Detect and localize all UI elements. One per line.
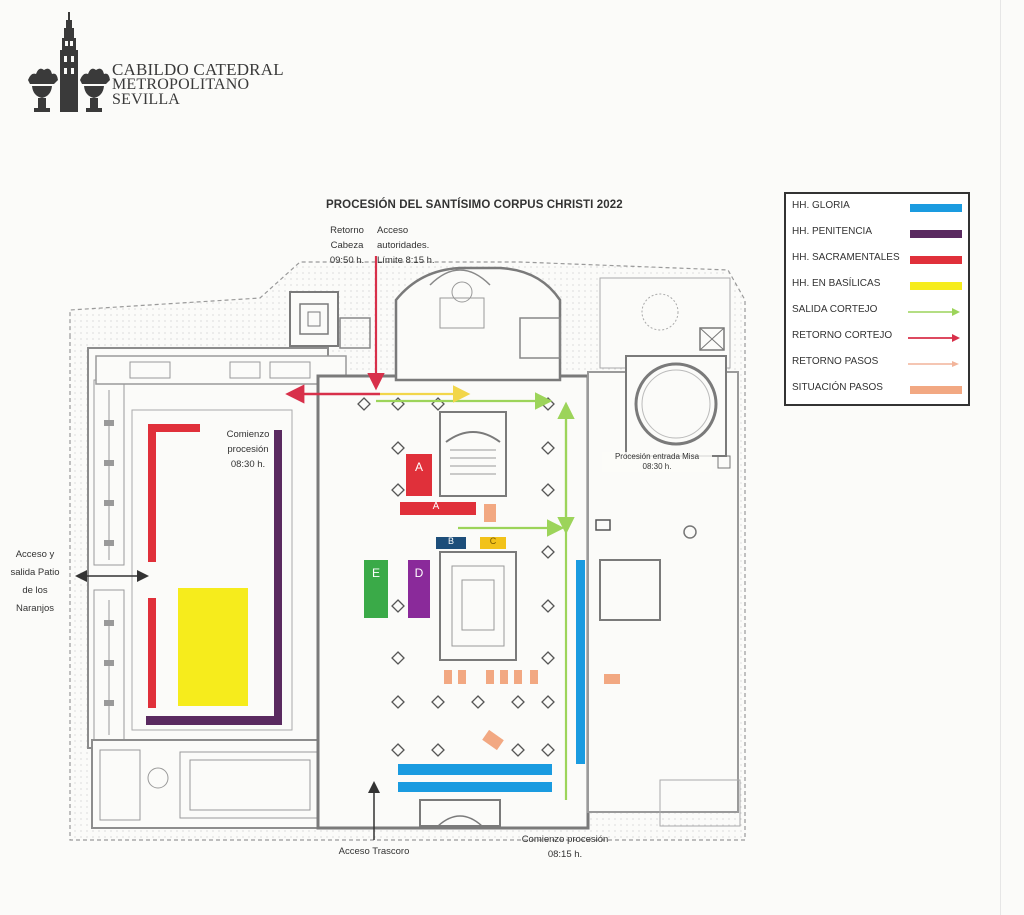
acceso-patio-line-1: Acceso y	[15, 549, 55, 560]
small-tower	[289, 291, 339, 347]
acceso-patio-line-2: salida Patio	[10, 567, 60, 578]
cabildo-logo: CABILDO CATEDRAL METROPOLITANO SEVILLA	[24, 12, 304, 116]
comienzo-patio-line-2: procesión	[227, 444, 269, 455]
zone-e	[364, 560, 388, 618]
capilla-real	[394, 266, 562, 382]
legend-swatch-basilicas	[910, 282, 962, 290]
procesion-misa-line-1: Procesión entrada Misa	[614, 452, 700, 461]
acceso-patio-line-4: Naranjos	[15, 603, 55, 614]
legend: HH. GLORIA HH. PENITENCIA HH. SACRAMENTA…	[784, 192, 970, 406]
sala-capitular	[634, 362, 718, 446]
legend-item-situacion-pasos: SITUACIÓN PASOS	[786, 378, 968, 402]
label-acceso-trascoro: Acceso Trascoro	[338, 846, 410, 857]
zone-sacramentales-left-bottom	[148, 598, 156, 708]
legend-label-sacramentales: HH. SACRAMENTALES	[792, 252, 900, 263]
legend-label-penitencia: HH. PENITENCIA	[792, 226, 873, 237]
page-edge-line	[1000, 0, 1001, 915]
logo-line-1: CABILDO CATEDRAL	[112, 60, 284, 79]
retorno-cabeza-time: 09:50 h.	[329, 255, 365, 266]
zone-a-vertical	[406, 454, 432, 496]
legend-label-basilicas: HH. EN BASÍLICAS	[792, 278, 881, 289]
salida-cortejo-arrow-icon	[908, 308, 960, 316]
legend-label-situacion-pasos: SITUACIÓN PASOS	[792, 382, 883, 393]
comienzo-trascoro-line-1: Comienzo procesión	[521, 834, 609, 845]
legend-item-retorno-cortejo: RETORNO CORTEJO	[786, 326, 968, 350]
label-acceso-autoridades: Acceso autoridades. Límite 8:15 h.	[377, 223, 457, 268]
zone-basilicas	[178, 588, 248, 706]
legend-item-sacramentales: HH. SACRAMENTALES	[786, 248, 968, 272]
legend-label-retorno-cortejo: RETORNO CORTEJO	[792, 330, 893, 341]
zone-b	[436, 537, 466, 549]
retorno-pasos-arrow-icon	[908, 361, 959, 367]
legend-swatch-sacramentales	[910, 256, 962, 264]
zone-gloria-vertical	[576, 560, 585, 764]
label-acceso-patio-naranjos: Acceso y salida Patio de los Naranjos	[0, 546, 70, 618]
retorno-cabeza-line-1: Retorno	[330, 225, 364, 236]
zone-gloria-bottom-1	[398, 764, 552, 775]
zone-d	[408, 560, 430, 618]
situacion-pasos	[444, 504, 620, 751]
sacristia	[599, 277, 731, 369]
logo-text: CABILDO CATEDRAL METROPOLITANO SEVILLA	[112, 60, 284, 108]
legend-label-salida-cortejo: SALIDA CORTEJO	[792, 304, 878, 315]
zone-penitencia-vertical	[274, 430, 282, 724]
retorno-cabeza-line-2: Cabeza	[330, 240, 364, 251]
zone-e-letter: E	[371, 566, 380, 580]
zone-sacramentales-left-top	[148, 424, 156, 562]
logo-line-3: SEVILLA	[112, 91, 181, 108]
cathedral-floor-plan	[69, 256, 746, 841]
legend-swatch-gloria	[910, 204, 962, 212]
legend-item-gloria: HH. GLORIA	[786, 196, 968, 220]
zone-c	[480, 537, 506, 549]
label-procesion-entrada-misa: Procesión entrada Misa 08:30 h.	[602, 452, 712, 472]
acceso-patio-line-3: de los	[22, 585, 48, 596]
zone-a-vertical-letter: A	[414, 460, 423, 474]
bottom-left-building	[91, 739, 333, 829]
acceso-autoridades-line-3: Límite 8:15 h.	[377, 255, 435, 266]
legend-swatch-situacion-pasos	[910, 386, 962, 394]
legend-item-retorno-pasos: RETORNO PASOS	[786, 352, 968, 376]
retorno-cortejo-arrow-icon	[908, 334, 960, 342]
legend-item-basilicas: HH. EN BASÍLICAS	[786, 274, 968, 298]
legend-item-penitencia: HH. PENITENCIA	[786, 222, 968, 246]
acceso-autoridades-line-1: Acceso	[377, 225, 409, 236]
right-wing-annex	[599, 559, 661, 621]
capilla-mayor	[439, 551, 517, 661]
legend-label-gloria: HH. GLORIA	[792, 200, 850, 211]
label-retorno-cabeza: Retorno Cabeza 09:50 h.	[320, 223, 374, 268]
giralda-logo-icon	[28, 12, 110, 112]
comienzo-patio-time: 08:30 h.	[230, 459, 266, 470]
coro	[439, 411, 507, 497]
zone-sacramentales-top	[148, 424, 200, 432]
label-comienzo-procesion-trascoro: Comienzo procesión 08:15 h.	[508, 832, 622, 862]
comienzo-patio-line-1: Comienzo	[226, 429, 270, 440]
map-title: PROCESIÓN DEL SANTÍSIMO CORPUS CHRISTI 2…	[326, 199, 623, 211]
zone-d-letter: D	[414, 566, 424, 580]
label-comienzo-procesion-patio: Comienzo procesión 08:30 h.	[216, 427, 280, 472]
zone-a-horizontal	[400, 502, 476, 515]
zone-c-letter: C	[489, 536, 497, 546]
zone-a-horizontal-letter: A	[432, 501, 440, 512]
procesion-misa-time: 08:30 h.	[642, 462, 672, 471]
legend-item-salida-cortejo: SALIDA CORTEJO	[786, 300, 968, 324]
comienzo-trascoro-time: 08:15 h.	[547, 849, 583, 860]
zone-penitencia-horizontal	[146, 716, 282, 725]
zone-b-letter: B	[447, 536, 454, 546]
logo-line-2: METROPOLITANO	[112, 76, 250, 93]
acceso-autoridades-line-2: autoridades.	[377, 240, 430, 251]
zone-gloria-bottom-2	[398, 782, 552, 792]
legend-swatch-penitencia	[910, 230, 962, 238]
legend-label-retorno-pasos: RETORNO PASOS	[792, 356, 879, 367]
